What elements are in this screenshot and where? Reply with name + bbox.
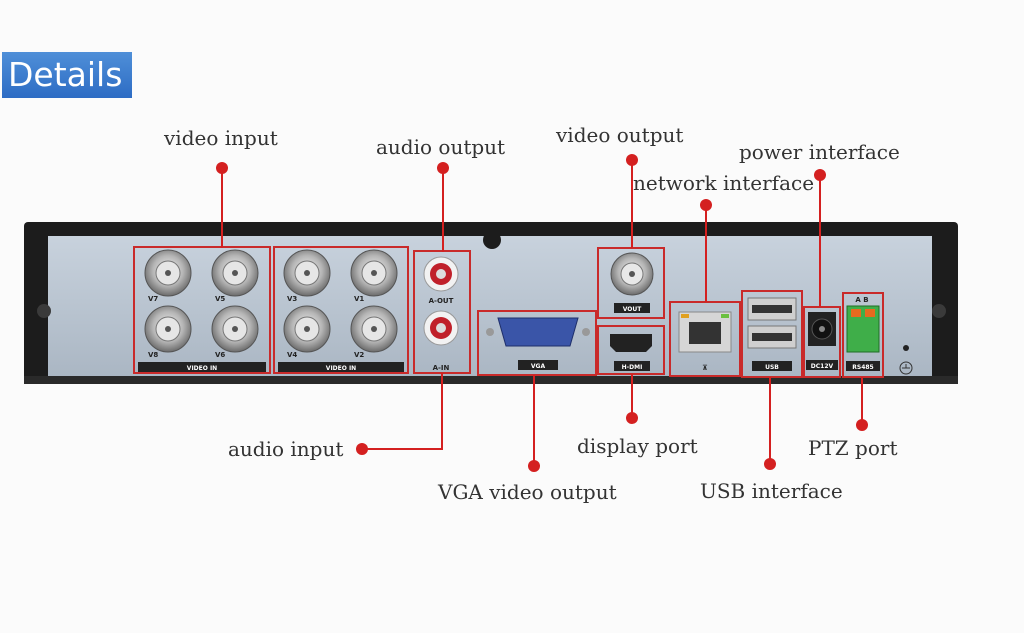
callout-dot [216,162,228,174]
hdmi-label: H-DMI [622,364,643,371]
network-symbol-icon: ⊼ [702,364,708,372]
audio-port-group: A-OUT A-IN [413,250,471,374]
vga-video-output-callout: VGA video output [438,480,617,504]
a-in-label: A-IN [433,364,450,372]
channel-label: V1 [354,295,364,303]
callout-dot [528,460,540,472]
channel-label: V3 [287,295,297,303]
channel-label: V8 [148,351,158,359]
callout-dot [814,169,826,181]
network-port-group: ⊼ [669,301,741,377]
left-screw-icon [37,304,51,318]
callout-leaders [216,154,868,472]
power-interface-callout: power interface [739,140,900,164]
channel-label: V2 [354,351,364,359]
hdmi-port-icon [610,334,652,352]
ptz-port-callout: PTZ port [808,436,898,460]
vout-label: VOUT [623,306,643,313]
bnc-connector-icon [283,305,331,353]
rs485-pin-label: A B [855,296,868,304]
video-in-label-right: VIDEO IN [326,365,356,372]
bnc-connector-icon [144,305,192,353]
ground-icon [899,345,913,375]
callout-dot [700,199,712,211]
channel-label: V6 [215,351,225,359]
vga-port-group: VGA [477,310,597,376]
usb-port-group: USB [741,290,803,378]
channel-label: V4 [287,351,297,359]
audio-output-callout: audio output [376,135,506,159]
details-badge: Details [2,52,132,98]
rs485-port-group: A B RS485 [842,292,884,378]
rs485-label: RS485 [852,364,873,371]
top-screw-icon [483,231,501,249]
callout-dot [437,162,449,174]
callout-dot [764,458,776,470]
callout-dot [356,443,368,455]
dc12v-label: DC12V [811,363,834,370]
video-in-label-left: VIDEO IN [187,365,217,372]
audio-out-rca-icon [423,256,459,292]
callout-dot [626,154,638,166]
video-input-group-left: VIDEO IN [133,246,271,374]
vout-bnc-icon [610,252,654,296]
bnc-connector-icon [350,305,398,353]
bnc-connector-icon [283,249,331,297]
video-output-group: VOUT [597,247,665,319]
bnc-connector-icon [211,305,259,353]
usb-label: USB [765,364,779,371]
usb-interface-callout: USB interface [700,479,843,503]
channel-label: V7 [148,295,158,303]
channel-label: V5 [215,295,225,303]
callout-dot [856,419,868,431]
display-port-callout: display port [577,434,698,458]
bnc-connector-icon [211,249,259,297]
vga-port-icon [497,317,579,347]
right-screw-icon [932,304,946,318]
power-port-group: DC12V [803,306,841,378]
video-output-callout: video output [556,123,684,147]
bnc-connector-icon [350,249,398,297]
bnc-connector-icon [144,249,192,297]
vga-label: VGA [531,363,546,370]
video-input-group-right: VIDEO IN [273,246,409,374]
audio-input-callout: audio input [228,437,344,461]
audio-in-rca-icon [423,310,459,346]
callout-dot [626,412,638,424]
network-interface-callout: network interface [633,171,815,195]
a-out-label: A-OUT [429,297,454,305]
video-input-callout: video input [164,126,278,150]
